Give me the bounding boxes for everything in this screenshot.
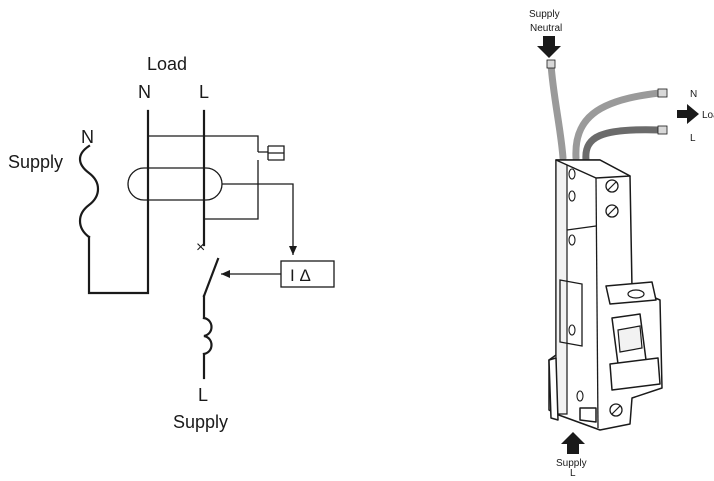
rivet-hole-4 — [568, 324, 576, 336]
terminal-screw-1-slot — [607, 181, 617, 191]
device-top-face — [555, 159, 631, 179]
test-button-symbol — [258, 145, 285, 161]
load-label: Load — [147, 54, 187, 74]
toggle-lever-face — [617, 325, 643, 353]
supply-left-label: Supply — [8, 152, 63, 172]
supply-bottom-label-2: L — [570, 468, 576, 476]
body-seam — [566, 225, 597, 231]
rivet-hole-3 — [568, 234, 576, 246]
load-line-wire — [582, 126, 664, 164]
neutral-conductor — [87, 109, 150, 295]
rivet-hole-2 — [568, 190, 576, 202]
load-line-wire-tip — [657, 125, 668, 135]
up-arrow-icon — [561, 432, 585, 454]
switch-blade — [202, 257, 220, 298]
label-recess — [559, 279, 583, 347]
rivet-hole-5 — [576, 390, 584, 402]
load-neutral-wire-tip — [657, 88, 668, 98]
supply-neutral-label-1: Supply — [529, 9, 560, 20]
terminal-screw-2-slot — [607, 206, 617, 216]
rcbo-device-illustration: Supply Neutral N Load L — [529, 9, 714, 479]
test-circuit-bottom — [204, 160, 259, 220]
supply-bottom-label: Supply — [173, 412, 228, 432]
supply-neutral-coil — [78, 144, 100, 239]
load-line-label: L — [199, 82, 209, 102]
supply-line-l-label: L — [198, 385, 208, 405]
supply-bottom-label-1: Supply — [556, 458, 587, 469]
supply-neutral-n-label: N — [81, 127, 94, 147]
load-n-label: N — [690, 89, 697, 100]
load-label-right: Load — [702, 110, 714, 121]
trip-relay-symbol: I Δ — [290, 266, 311, 285]
device-front-edge — [595, 177, 599, 429]
contact-cross: × — [196, 239, 205, 256]
transformer-signal-line — [222, 183, 297, 255]
load-neutral-label: N — [138, 82, 151, 102]
current-transformer-ring — [127, 167, 223, 201]
overcurrent-coil — [202, 316, 213, 356]
rivet-hole-1 — [568, 168, 576, 180]
supply-neutral-label-2: Neutral — [530, 23, 562, 34]
din-clip-foot — [579, 407, 597, 423]
load-neutral-wire — [572, 89, 664, 162]
load-l-label: L — [690, 133, 696, 144]
neutral-wire — [547, 60, 567, 162]
rcbo-schematic: Load N L N Supply × I Δ L Supply — [8, 54, 335, 432]
neutral-wire-tip — [546, 59, 556, 69]
test-button — [627, 289, 645, 299]
test-circuit-top — [148, 135, 259, 152]
down-arrow-icon — [537, 36, 561, 58]
din-clip — [548, 357, 559, 421]
right-arrow-icon — [677, 104, 699, 124]
toggle-base — [609, 357, 661, 391]
device-side-face — [555, 159, 568, 415]
terminal-screw-bottom-slot — [611, 405, 621, 415]
